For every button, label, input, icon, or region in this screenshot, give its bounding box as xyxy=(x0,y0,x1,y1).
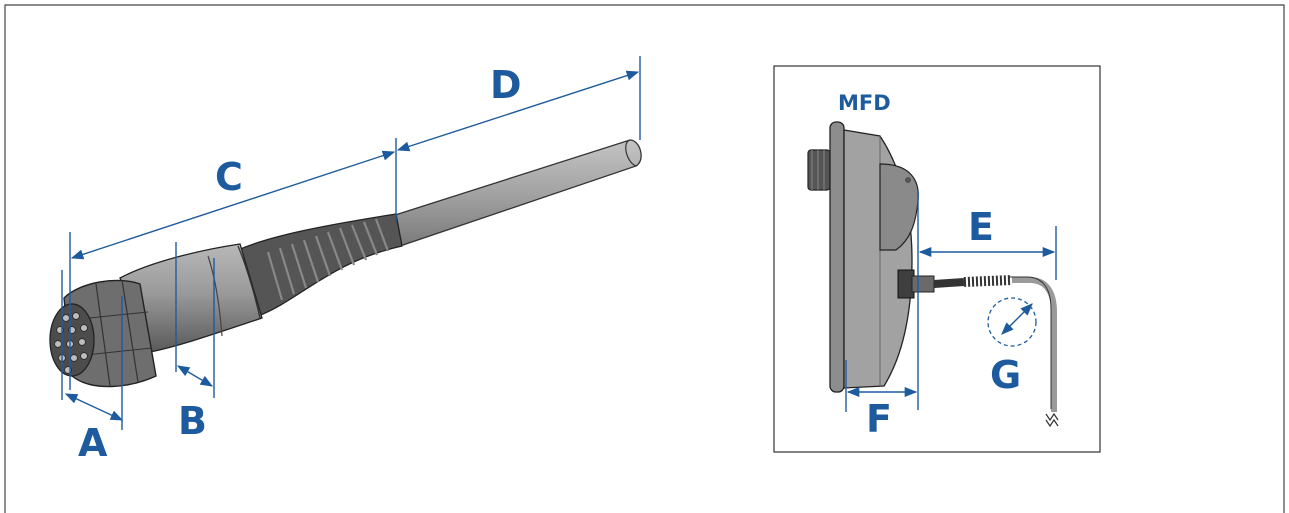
mfd-bezel xyxy=(829,121,845,393)
cable-sheath xyxy=(391,139,642,247)
dimension-lines-right xyxy=(845,190,1057,412)
mfd-rear-knob xyxy=(807,149,831,191)
label-g: G xyxy=(990,353,1021,397)
label-mfd: MFD xyxy=(838,91,891,115)
dim-line-g xyxy=(1001,303,1033,335)
label-e: E xyxy=(968,205,994,249)
dim-line-d xyxy=(396,70,640,152)
dimension-lines-left xyxy=(61,56,641,430)
dim-line-a xyxy=(64,393,124,421)
label-a: A xyxy=(78,421,108,465)
dim-line-b xyxy=(176,365,214,387)
label-c: C xyxy=(215,155,243,199)
bend-radius-circle xyxy=(987,297,1037,347)
strain-relief-boot xyxy=(237,213,403,317)
connector-face xyxy=(49,303,95,377)
cable-connector-illustration xyxy=(49,139,642,388)
mfd-side-illustration xyxy=(807,121,935,393)
mfd-cable xyxy=(933,275,1059,428)
label-d: D xyxy=(490,63,522,107)
label-f: F xyxy=(866,397,892,441)
dim-line-c xyxy=(70,150,396,260)
connector-pins xyxy=(54,312,88,374)
mfd-inset-frame xyxy=(773,65,1101,453)
outer-frame xyxy=(4,4,1285,513)
label-b: B xyxy=(178,399,207,443)
